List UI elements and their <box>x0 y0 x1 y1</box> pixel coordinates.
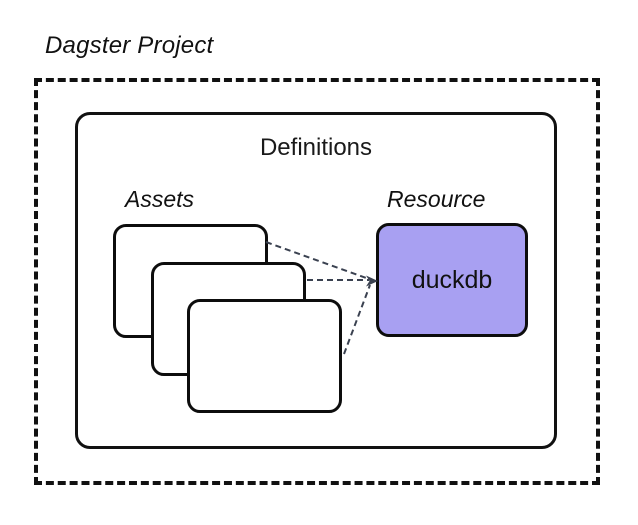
assets-group-label: Assets <box>125 186 195 212</box>
diagram-title: Dagster Project <box>45 32 214 59</box>
resource-group-label: Resource <box>387 186 486 212</box>
resource-node-label: duckdb <box>411 265 493 294</box>
definitions-label: Definitions <box>259 134 373 161</box>
project-boundary-box <box>34 78 600 485</box>
asset-card-3 <box>187 299 342 413</box>
resource-node-duckdb: duckdb <box>376 223 528 337</box>
